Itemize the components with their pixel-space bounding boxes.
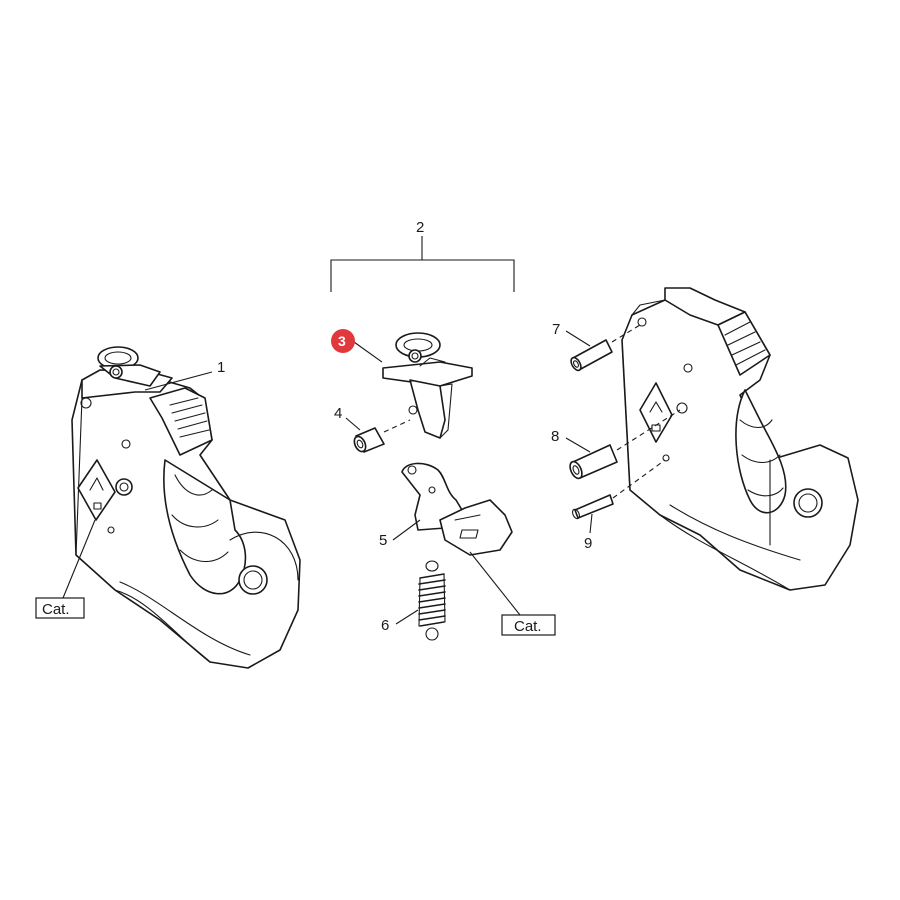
hook-assembly-right	[621, 287, 859, 591]
callout-1: 1	[144, 359, 225, 391]
callout-3-label: 3	[338, 333, 346, 349]
cat-label-center: Cat.	[469, 551, 556, 636]
callout-2-label: 2	[416, 219, 424, 236]
callout-4-label: 4	[334, 405, 342, 422]
group-bracket-2: 2	[330, 219, 515, 292]
pin-part-7: 7	[552, 321, 641, 372]
latch-lever-part-5: 5	[379, 462, 513, 556]
spring-part-6: 6	[381, 560, 446, 641]
callout-6-label: 6	[381, 617, 389, 634]
callout-3-highlight: 3	[331, 329, 383, 363]
hook-assembly-left	[71, 346, 301, 669]
callout-5-label: 5	[379, 532, 387, 549]
pin-part-8: 8	[551, 409, 681, 480]
cat-label-left: Cat.	[35, 519, 96, 619]
callout-1-label: 1	[217, 359, 225, 376]
callout-9-label: 9	[584, 535, 592, 552]
latch-bracket-part-3	[382, 332, 473, 439]
cat-center-text: Cat.	[514, 618, 542, 635]
callout-7-label: 7	[552, 321, 560, 338]
pin-part-9: 9	[572, 459, 666, 552]
callout-8-label: 8	[551, 428, 559, 445]
bushing-part-4: 4	[334, 405, 411, 453]
cat-left-text: Cat.	[42, 601, 70, 618]
highlight-badge	[331, 329, 355, 353]
